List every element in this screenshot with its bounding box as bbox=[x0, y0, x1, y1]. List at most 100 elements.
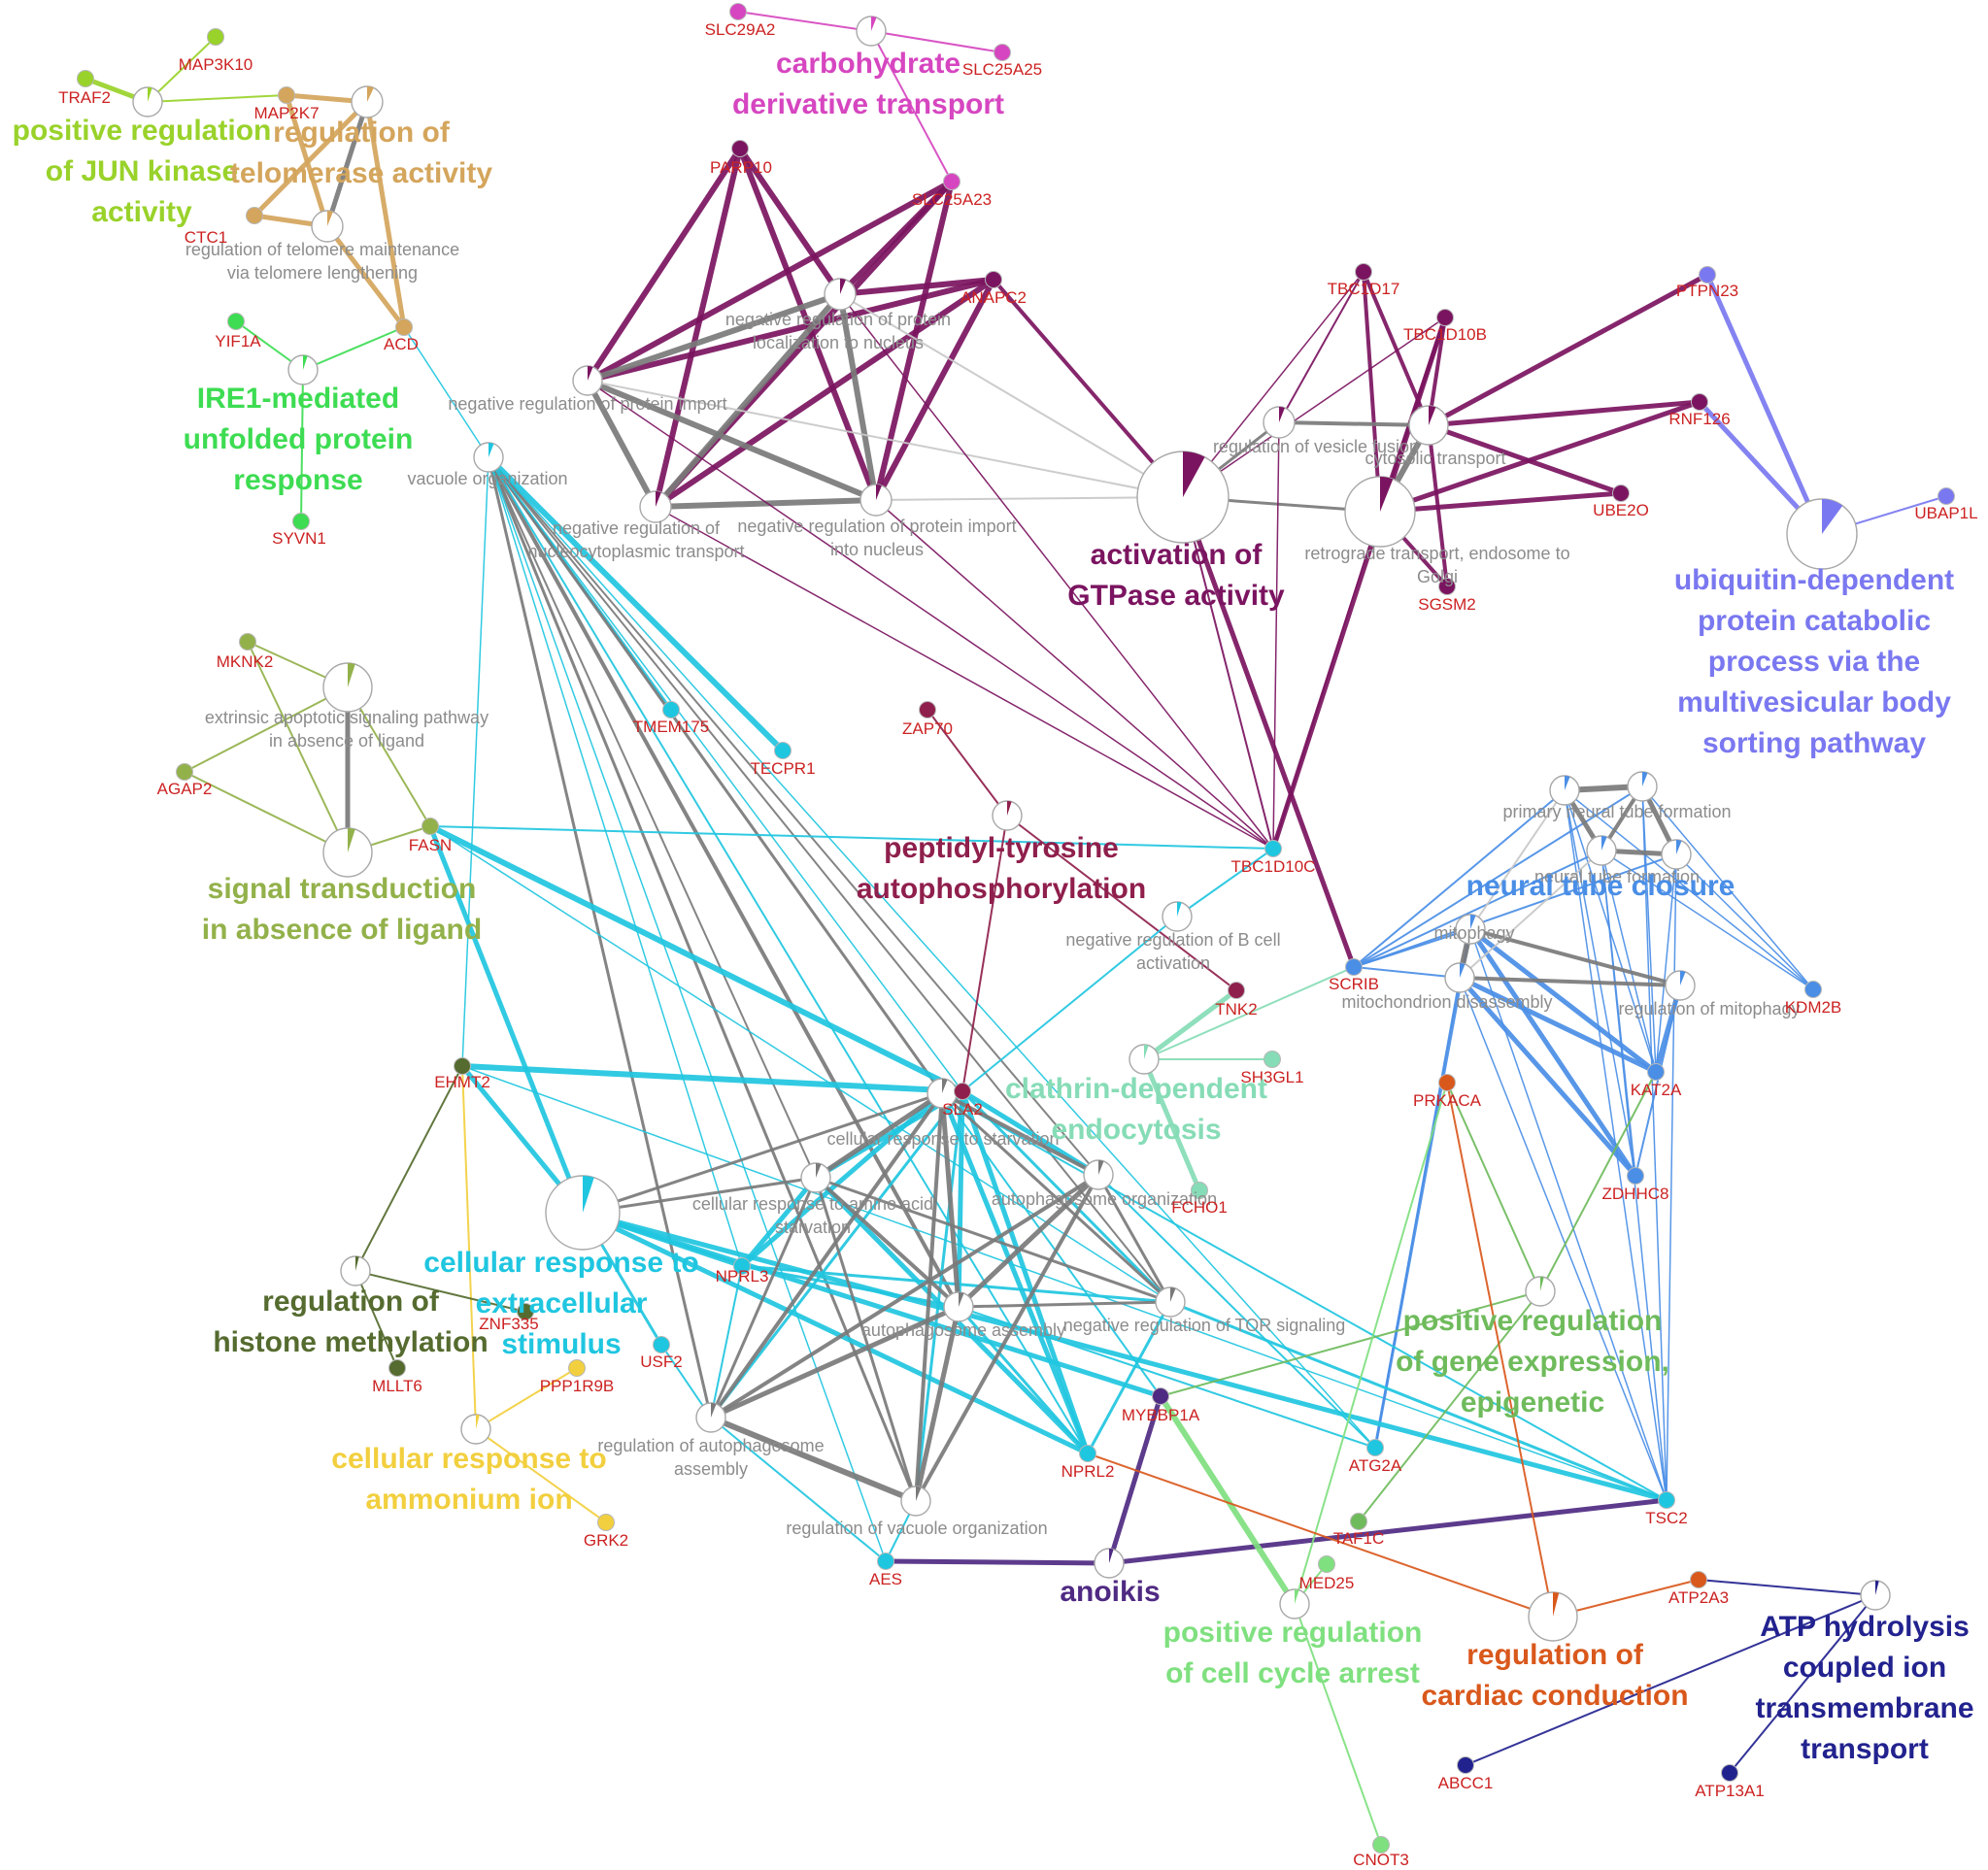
term-node-ubq[interactable] bbox=[1786, 498, 1858, 570]
cluster-label-gtp: activation of bbox=[1091, 539, 1264, 571]
term-node-neg-into[interactable] bbox=[859, 484, 893, 517]
gene-node-cnot3[interactable] bbox=[1372, 1836, 1390, 1853]
term-node-negTOR[interactable] bbox=[1155, 1286, 1186, 1318]
edge-tnk2-t_clath bbox=[1141, 987, 1239, 1062]
gene-node-slc25a25[interactable] bbox=[994, 44, 1011, 61]
term-node-cellcyc[interactable] bbox=[1279, 1588, 1310, 1620]
gene-node-scrib[interactable] bbox=[1345, 958, 1363, 976]
gene-node-agap2[interactable] bbox=[176, 763, 193, 781]
term-node-regvac[interactable] bbox=[900, 1486, 931, 1517]
gene-node-anapc2[interactable] bbox=[985, 271, 1002, 288]
gene-node-mllt6[interactable] bbox=[388, 1359, 406, 1377]
gene-node-tbc1d17[interactable] bbox=[1355, 263, 1372, 281]
term-node-neg-nuc[interactable] bbox=[639, 490, 672, 523]
gene-node-map2k7[interactable] bbox=[278, 86, 295, 104]
term-node-autoorg[interactable] bbox=[1083, 1159, 1114, 1190]
term-node-gene[interactable] bbox=[1525, 1276, 1556, 1307]
gene-node-slc25a23[interactable] bbox=[943, 173, 960, 190]
gene-node-atp13a1[interactable] bbox=[1721, 1764, 1738, 1782]
term-node-gtp[interactable] bbox=[1136, 451, 1230, 544]
gene-node-sla2[interactable] bbox=[954, 1083, 971, 1100]
gene-node-yif1a[interactable] bbox=[227, 313, 245, 330]
term-node-neg-imp[interactable] bbox=[572, 365, 603, 396]
gene-node-ehmt2[interactable] bbox=[454, 1057, 471, 1075]
term-node-nt1[interactable] bbox=[1549, 775, 1580, 806]
term-node-apo2[interactable] bbox=[322, 827, 373, 878]
term-node-telo[interactable] bbox=[351, 85, 384, 118]
gene-node-nprl2[interactable] bbox=[1079, 1445, 1096, 1462]
term-node-nt2[interactable] bbox=[1627, 771, 1658, 802]
gene-node-kdm2b[interactable] bbox=[1804, 981, 1822, 998]
term-node-jun[interactable] bbox=[132, 86, 163, 117]
term-node-cyan[interactable] bbox=[545, 1175, 621, 1251]
gene-node-atp2a3[interactable] bbox=[1690, 1571, 1707, 1588]
gene-node-tecpr1[interactable] bbox=[774, 742, 792, 759]
gene-node-tbc1d10c[interactable] bbox=[1264, 840, 1282, 857]
cluster-label-clath: endocytosis bbox=[1051, 1114, 1221, 1146]
gene-node-zap70[interactable] bbox=[919, 701, 936, 718]
term-node-telomaint[interactable] bbox=[311, 210, 344, 243]
gene-node-ppp1r9b[interactable] bbox=[568, 1359, 586, 1377]
gene-node-atg2a[interactable] bbox=[1366, 1439, 1384, 1456]
gene-node-sh3gl1[interactable] bbox=[1264, 1051, 1281, 1068]
term-node-mitodis[interactable] bbox=[1444, 962, 1475, 993]
term-node-amino[interactable] bbox=[800, 1162, 831, 1193]
gene-node-slc29a2[interactable] bbox=[729, 3, 747, 20]
gene-node-mknk2[interactable] bbox=[239, 633, 256, 651]
term-node-cardiac[interactable] bbox=[1528, 1591, 1578, 1642]
gene-node-ubap1l[interactable] bbox=[1937, 487, 1955, 505]
term-node-anoikis[interactable] bbox=[1094, 1548, 1125, 1579]
gene-node-rnf126[interactable] bbox=[1691, 393, 1708, 411]
gene-node-znf335[interactable] bbox=[517, 1303, 534, 1320]
term-node-nt3[interactable] bbox=[1586, 835, 1617, 866]
gene-node-zdhhc8[interactable] bbox=[1627, 1167, 1644, 1185]
term-node-negB[interactable] bbox=[1162, 901, 1193, 932]
gene-node-tmem175[interactable] bbox=[662, 701, 680, 718]
term-node-vac[interactable] bbox=[473, 442, 504, 473]
gene-node-syvn1[interactable] bbox=[292, 513, 310, 530]
term-node-amm[interactable] bbox=[460, 1414, 491, 1445]
gene-node-kat2a[interactable] bbox=[1647, 1063, 1665, 1081]
gene-node-parp10[interactable] bbox=[731, 140, 749, 157]
term-node-apo1[interactable] bbox=[322, 662, 373, 713]
term-node-ptyr[interactable] bbox=[992, 800, 1023, 831]
gene-node-prkaca[interactable] bbox=[1438, 1074, 1456, 1091]
gene-node-sgsm2[interactable] bbox=[1438, 578, 1456, 595]
gene-label-atg2a: ATG2A bbox=[1349, 1456, 1402, 1475]
gene-node-tbc1d10b[interactable] bbox=[1436, 309, 1454, 326]
gene-node-ube2o[interactable] bbox=[1612, 484, 1630, 502]
gene-node-traf2[interactable] bbox=[77, 70, 94, 87]
gene-node-nprl3[interactable] bbox=[733, 1257, 751, 1275]
term-node-autoass[interactable] bbox=[943, 1291, 974, 1322]
gene-node-map3k10[interactable] bbox=[207, 28, 224, 46]
term-node-regauto[interactable] bbox=[695, 1402, 726, 1433]
gene-node-fasn[interactable] bbox=[421, 818, 439, 835]
gene-node-usf2[interactable] bbox=[653, 1336, 670, 1353]
term-node-retro[interactable] bbox=[1344, 476, 1416, 548]
gene-node-ctc1[interactable] bbox=[246, 207, 263, 224]
term-node-mitophagy[interactable] bbox=[1455, 914, 1486, 945]
gene-node-abcc1[interactable] bbox=[1457, 1756, 1474, 1774]
gene-node-grk2[interactable] bbox=[597, 1514, 615, 1531]
term-node-nt4[interactable] bbox=[1661, 839, 1692, 870]
term-node-cyto[interactable] bbox=[1408, 405, 1449, 446]
gene-node-mybbp1a[interactable] bbox=[1152, 1387, 1169, 1405]
term-node-hist[interactable] bbox=[340, 1255, 371, 1286]
term-node-ire[interactable] bbox=[287, 354, 319, 385]
term-node-neg-loc[interactable] bbox=[824, 278, 857, 311]
gene-node-taf1c[interactable] bbox=[1350, 1513, 1367, 1530]
gene-label-tecpr1: TECPR1 bbox=[750, 759, 815, 778]
gene-node-tnk2[interactable] bbox=[1228, 982, 1245, 999]
gene-node-ptpn23[interactable] bbox=[1699, 266, 1716, 284]
term-node-vesfus[interactable] bbox=[1263, 406, 1296, 439]
term-slice bbox=[959, 1292, 964, 1307]
gene-node-acd[interactable] bbox=[395, 318, 413, 336]
gene-node-aes[interactable] bbox=[877, 1553, 894, 1570]
term-node-regmito[interactable] bbox=[1665, 970, 1696, 1001]
gene-node-tsc2[interactable] bbox=[1658, 1491, 1675, 1509]
term-node-carb[interactable] bbox=[856, 16, 887, 47]
term-node-atp[interactable] bbox=[1860, 1580, 1891, 1611]
gene-node-med25[interactable] bbox=[1318, 1555, 1335, 1573]
gene-node-fcho1[interactable] bbox=[1191, 1182, 1208, 1199]
term-node-clath[interactable] bbox=[1129, 1044, 1160, 1075]
